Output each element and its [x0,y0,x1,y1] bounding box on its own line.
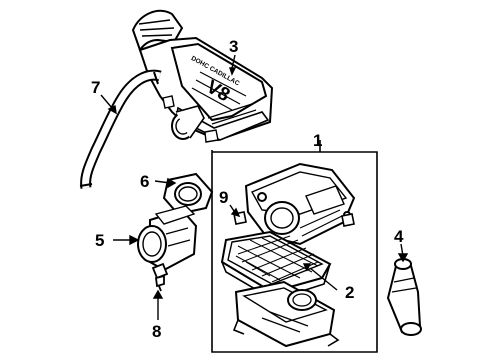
air-cleaner-assembly-box [211,140,378,353]
callout-6: 6 [140,172,149,191]
outlet-tube [386,258,422,336]
callout-2: 2 [345,283,354,302]
callout-9: 9 [219,188,228,207]
callout-4: 4 [394,227,404,246]
intake-duct [131,9,274,143]
callout-5: 5 [95,231,104,250]
mass-air-flow-sensor [137,205,198,272]
breather-hose [79,69,162,189]
callout-1: 1 [313,131,322,150]
callout-labels: 1 2 3 4 5 6 7 8 9 [91,37,404,341]
temperature-sensor [151,262,169,292]
callout-3: 3 [229,37,238,56]
air-cleaner-lower-housing [232,280,340,348]
lid-clip-right [341,213,355,227]
air-cleaner-lid [244,162,356,246]
leader-lines [100,54,409,320]
callout-7: 7 [91,78,100,97]
gasket-seal [162,172,214,216]
callout-8: 8 [152,322,161,341]
air-filter-element [220,230,332,301]
